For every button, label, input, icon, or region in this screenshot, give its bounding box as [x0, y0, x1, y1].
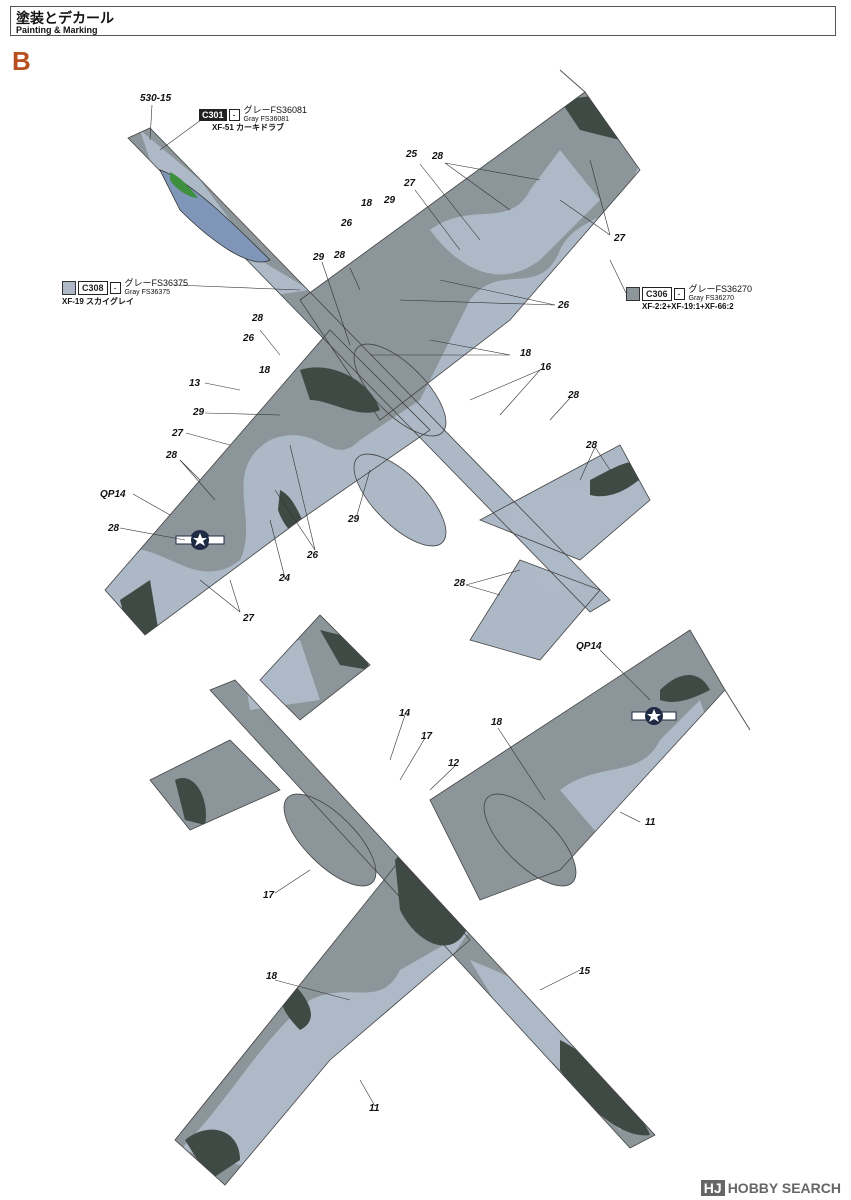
callout-11: 11: [645, 817, 656, 828]
callout-29: 29: [193, 407, 205, 418]
callout-13: 13: [189, 378, 201, 389]
callout-27: 27: [614, 233, 626, 244]
callout-18: 18: [520, 348, 532, 359]
color-name-c308: グレーFS36375 Gray FS36375: [124, 278, 189, 297]
callout-28: 28: [454, 578, 466, 589]
callout-15: 15: [579, 966, 591, 977]
callout-18: 18: [361, 198, 373, 209]
color-swatch-c306: C306 - グレーFS36270 Gray FS36270: [626, 285, 752, 303]
callout-26: 26: [243, 333, 255, 344]
star-roundel-bottom: [631, 707, 677, 725]
callout-29: 29: [348, 514, 360, 525]
watermark-logo: HJ: [700, 1180, 725, 1196]
callout-26: 26: [307, 550, 319, 561]
color-mix-c306: XF-2:2+XF-19:1+XF-66:2: [642, 302, 734, 311]
color-chip-c306: [626, 287, 640, 301]
callout-qp14: QP14: [576, 641, 602, 652]
callout-14: 14: [399, 708, 411, 719]
color-code-c306: C306: [642, 287, 672, 301]
callout-28: 28: [108, 523, 120, 534]
watermark-text: HOBBY SEARCH: [727, 1180, 841, 1196]
callout-26: 26: [558, 300, 570, 311]
bottom-view-aircraft: [149, 614, 751, 1186]
callout-27: 27: [172, 428, 184, 439]
callout-17: 17: [421, 731, 433, 742]
color-name-c306: グレーFS36270 Gray FS36270: [688, 284, 753, 303]
top-view-aircraft: [104, 69, 651, 661]
callout-25: 25: [406, 149, 418, 160]
callout-29: 29: [313, 252, 325, 263]
section-letter: B: [12, 46, 31, 76]
color-swatch-c308: C308 - グレーFS36375 Gray FS36375: [62, 279, 188, 297]
callout-24: 24: [279, 573, 291, 584]
callout-18: 18: [491, 717, 503, 728]
callout-28: 28: [334, 250, 346, 261]
callout-18: 18: [259, 365, 271, 376]
callout-28: 28: [166, 450, 178, 461]
callout-27: 27: [404, 178, 416, 189]
callout-18: 18: [266, 971, 278, 982]
callout-27: 27: [243, 613, 255, 624]
color-name-c301: グレーFS36081 Gray FS36081: [243, 105, 308, 124]
header-title-jp: 塗装とデカール: [16, 10, 114, 26]
color-dash-c308: -: [109, 282, 121, 294]
star-roundel-top: [175, 530, 225, 550]
color-dash-c306: -: [673, 288, 685, 300]
callout-28: 28: [586, 440, 598, 451]
color-chip-c308: [62, 281, 76, 295]
color-swatch-c301: C301 - グレーFS36081 Gray FS36081: [199, 106, 307, 124]
callout-28: 28: [432, 151, 444, 162]
callout-16: 16: [540, 362, 552, 373]
color-code-c308: C308: [78, 281, 108, 295]
header-title-en: Painting & Marking: [16, 25, 98, 35]
callout-12: 12: [448, 758, 460, 769]
callout-530-15: 530-15: [140, 93, 172, 104]
callout-qp14: QP14: [100, 489, 126, 500]
color-mix-c301: XF-51 カーキドラブ: [212, 123, 285, 132]
page-header: 塗装とデカール Painting & Marking: [10, 6, 836, 36]
color-dash-c301: -: [228, 109, 240, 121]
callout-26: 26: [341, 218, 353, 229]
callout-11: 11: [369, 1103, 380, 1114]
color-code-c301: C301: [199, 109, 227, 121]
callout-28: 28: [252, 313, 264, 324]
callout-28: 28: [568, 390, 580, 401]
color-mix-c308: XF-19 スカイグレイ: [62, 297, 134, 306]
callout-17: 17: [263, 890, 275, 901]
callout-29: 29: [384, 195, 396, 206]
